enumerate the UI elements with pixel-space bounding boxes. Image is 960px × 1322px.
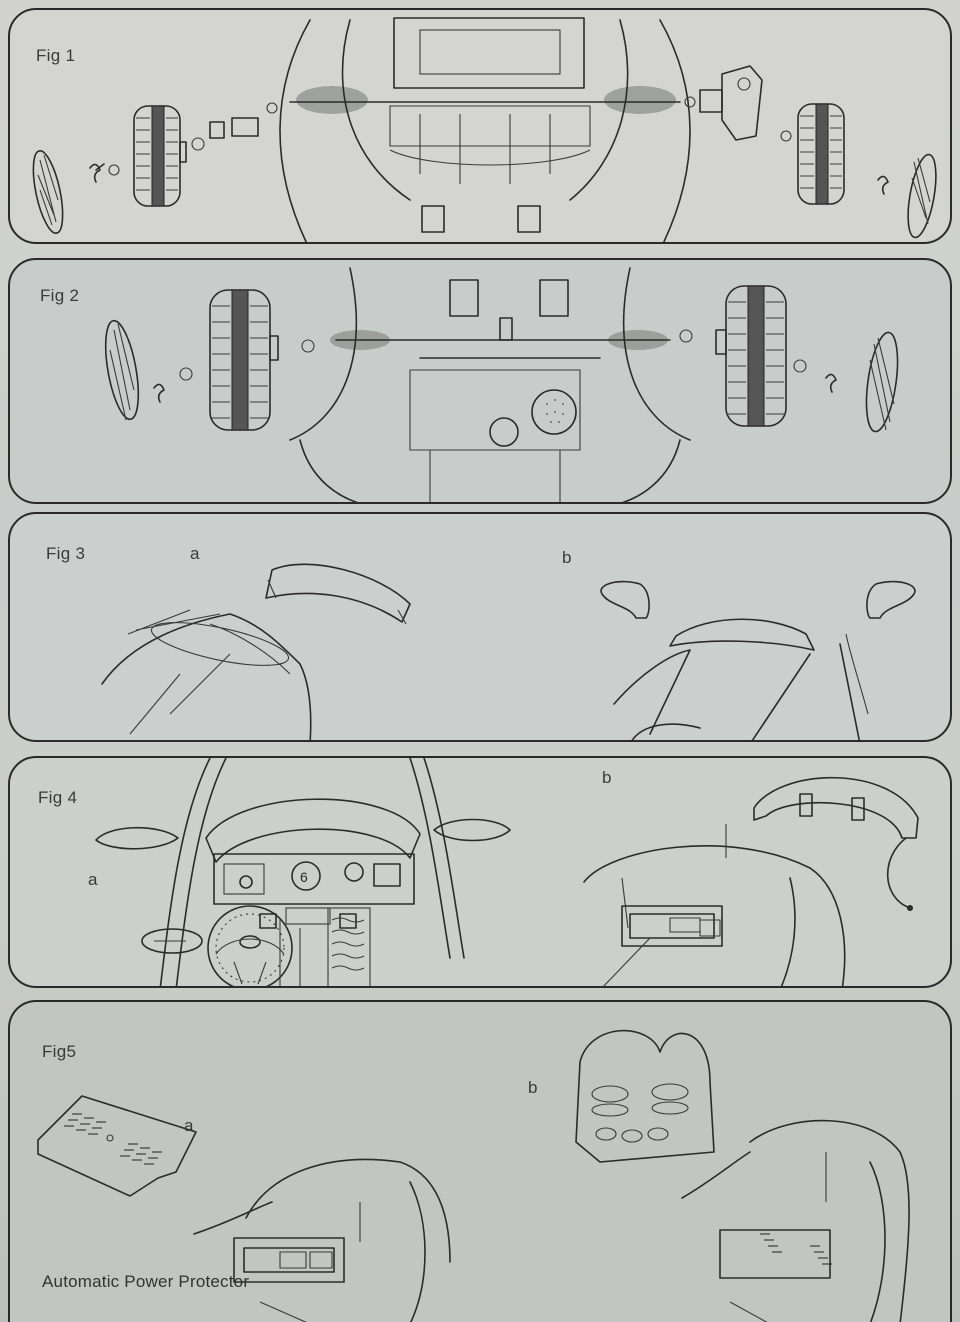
wire-icon — [886, 837, 911, 909]
battery-cover-icon — [37, 1095, 197, 1197]
washer-icon — [793, 359, 807, 373]
roll-bar-icon — [753, 776, 919, 911]
windshield-icon — [265, 563, 411, 625]
wheel-icon — [209, 289, 279, 431]
bushing-icon — [699, 89, 723, 113]
sub-label-a: a — [88, 870, 98, 889]
cotter-pin-icon — [825, 373, 837, 393]
washer-icon — [179, 367, 193, 381]
windshield-mirror-drawing — [101, 563, 916, 740]
figure-label: Fig5 — [42, 1042, 77, 1061]
dashboard-rollbar-drawing: 6 — [95, 758, 919, 986]
sub-label-b: b — [602, 768, 612, 787]
sub-label-b: b — [562, 548, 572, 567]
cotter-pin-icon — [877, 175, 889, 195]
figure-panel-fig4: 6 — [8, 756, 952, 988]
svg-text:6: 6 — [300, 869, 308, 885]
figure-label: Fig 4 — [38, 788, 78, 807]
sub-label-b: b — [528, 1078, 538, 1097]
figure-panel-fig2: Fig 2 — [8, 258, 952, 504]
wheel-icon — [797, 103, 845, 205]
washer-icon — [191, 137, 205, 151]
cotter-pin-icon — [153, 383, 165, 403]
hubcap-icon — [32, 150, 64, 234]
sub-label-a: a — [190, 544, 200, 563]
side-mirror-icon — [866, 580, 916, 619]
pedal-icon — [331, 917, 365, 971]
side-mirror-icon — [95, 826, 179, 850]
hubcap-icon — [104, 319, 140, 421]
cotter-pin-icon — [89, 163, 105, 183]
front-wheel-assembly-drawing — [104, 267, 899, 502]
washer-icon — [108, 164, 120, 176]
figure-label: Fig 3 — [46, 544, 86, 563]
hubcap-icon — [865, 331, 899, 433]
dashboard-icon: 6 — [205, 798, 421, 929]
washer-icon — [266, 102, 278, 114]
figure-panel-fig1: Fig 1 — [8, 8, 952, 244]
battery-cover-seat-drawing — [37, 1029, 910, 1322]
bushing-icon — [209, 121, 225, 139]
wheel-icon — [133, 105, 187, 207]
washer-icon — [679, 329, 693, 343]
figure-label: Fig 1 — [36, 46, 76, 65]
washer-icon — [684, 96, 696, 108]
sub-label-a: a — [184, 1116, 194, 1135]
rear-wheel-assembly-drawing — [32, 17, 937, 242]
side-mirror-icon — [433, 818, 511, 842]
hubcap-icon — [907, 153, 937, 239]
seat-icon — [575, 1029, 715, 1163]
steering-wheel-icon — [207, 905, 293, 986]
side-mirror-icon — [600, 580, 650, 619]
figure-panel-fig3: Fig 3 a b — [8, 512, 952, 742]
figure-caption: Automatic Power Protector — [42, 1272, 250, 1291]
windshield-icon — [669, 618, 815, 651]
washer-icon — [301, 339, 315, 353]
wheel-icon — [715, 285, 787, 427]
logo-badge-icon — [141, 928, 203, 954]
washer-icon — [780, 130, 792, 142]
figure-label: Fig 2 — [40, 286, 80, 305]
figure-panel-fig5: Fig5 a b Automatic Power Protector — [8, 1000, 952, 1322]
speaker-icon — [531, 389, 577, 435]
gearbox-motor-icon — [721, 65, 763, 141]
bushing-icon — [231, 117, 259, 137]
